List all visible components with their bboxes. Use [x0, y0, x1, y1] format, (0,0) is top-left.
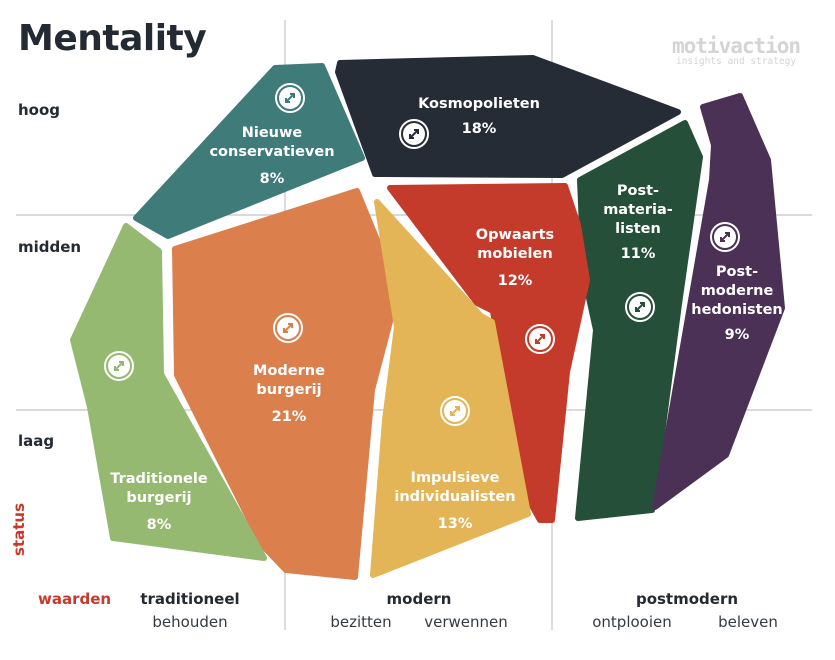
segment-pct: 21%: [271, 409, 307, 425]
segment-nieuwe-conservatieven[interactable]: [133, 63, 365, 239]
segment-postmoderne-hedonisten[interactable]: [652, 93, 785, 510]
label-traditionele-burgerij: Traditionele burgerij 8%: [110, 470, 207, 535]
y-axis-title: status: [10, 503, 28, 556]
segment-pct: 11%: [620, 246, 656, 262]
label-opwaarts-mobielen: Opwaarts mobielen 12%: [476, 226, 554, 291]
expand-icon-nieuwe-conservatieven[interactable]: [275, 83, 305, 113]
expand-icon-traditionele-burgerij[interactable]: [104, 351, 134, 381]
x-sub-beleven: beleven: [718, 613, 778, 631]
label-postmoderne-hedonisten: Post- moderne hedonisten 9%: [691, 263, 783, 345]
segment-name: hedonisten: [691, 302, 783, 318]
segment-pct: 8%: [146, 517, 172, 533]
expand-icon-postmoderne-hedonisten[interactable]: [710, 222, 740, 252]
label-kosmopolieten: Kosmopolieten 18%: [418, 95, 540, 139]
segment-pct: 9%: [724, 327, 750, 343]
segment-name: Post-: [715, 264, 759, 280]
label-moderne-burgerij: Moderne burgerij 21%: [253, 362, 325, 427]
segment-pct: 18%: [461, 121, 497, 137]
x-sub-behouden: behouden: [152, 613, 228, 631]
expand-icon-impulsieve-individualisten[interactable]: [440, 396, 470, 426]
x-sub-bezitten: bezitten: [330, 613, 392, 631]
label-impulsieve-individualisten: Impulsieve individualisten 13%: [394, 469, 515, 534]
segment-opwaarts-mobielen[interactable]: [387, 183, 590, 523]
segment-pct: 12%: [497, 273, 533, 289]
label-nieuwe-conservatieven: Nieuwe conservatieven 8%: [209, 124, 334, 189]
segment-pct: 13%: [437, 516, 473, 532]
segment-name: Post-: [616, 183, 660, 199]
segment-moderne-burgerij[interactable]: [172, 188, 401, 580]
segment-name: Opwaarts: [475, 227, 555, 243]
brand-logo: motivaction insights and strategy: [672, 34, 801, 68]
segment-name: listen: [615, 221, 661, 237]
segment-name: burgerij: [256, 382, 322, 398]
segment-name: Nieuwe: [241, 125, 303, 141]
segment-traditionele-burgerij[interactable]: [70, 223, 267, 561]
segment-impulsieve-individualisten[interactable]: [370, 199, 531, 578]
x-sub-verwennen: verwennen: [424, 613, 508, 631]
x-category-postmodern: postmodern: [635, 590, 739, 608]
label-postmaterialisten: Post- materia- listen 11%: [603, 182, 673, 264]
segment-name: Moderne: [253, 363, 325, 379]
segment-name: Impulsieve: [410, 470, 500, 486]
x-category-modern: modern: [386, 590, 452, 608]
segment-name: mobielen: [477, 246, 553, 262]
brand-name: motivaction: [672, 34, 801, 58]
expand-icon-opwaarts-mobielen[interactable]: [525, 324, 555, 354]
brand-tagline: insights and strategy: [675, 56, 797, 67]
segment-name: conservatieven: [209, 144, 335, 160]
segment-name: Kosmopolieten: [418, 96, 540, 112]
segment-name: Traditionele: [110, 471, 208, 487]
segment-pct: 8%: [259, 171, 285, 187]
segment-name: individualisten: [394, 489, 516, 505]
segment-name: materia-: [603, 202, 673, 218]
x-axis-title: waarden: [38, 590, 112, 608]
expand-icon-postmaterialisten[interactable]: [625, 292, 655, 322]
expand-icon-moderne-burgerij[interactable]: [273, 313, 303, 343]
segment-name: moderne: [700, 283, 774, 299]
y-level-laag: laag: [18, 432, 55, 450]
page-title: Mentality: [18, 18, 207, 59]
y-level-midden: midden: [18, 238, 82, 256]
x-category-traditioneel: traditioneel: [140, 590, 240, 608]
segment-name: burgerij: [126, 490, 192, 506]
x-sub-ontplooien: ontplooien: [592, 613, 672, 631]
expand-icon-kosmopolieten[interactable]: [399, 119, 429, 149]
y-level-hoog: hoog: [18, 101, 61, 119]
